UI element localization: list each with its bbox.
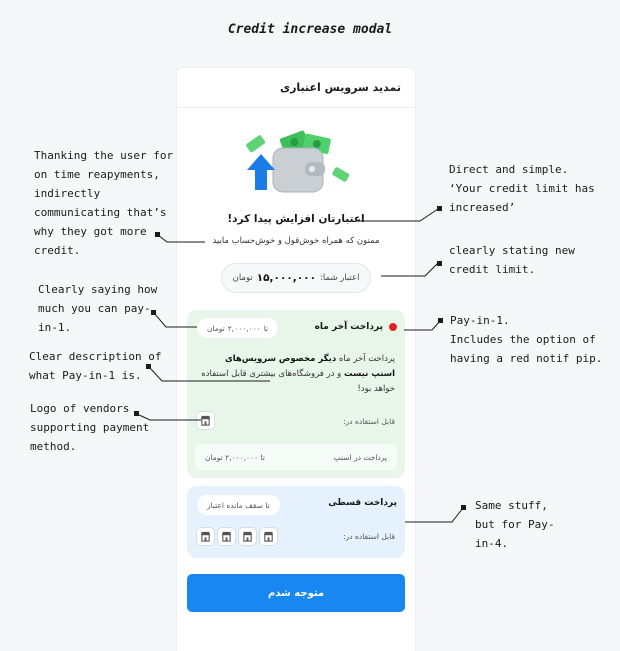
pay-in-1-header: پرداخت آخر ماه	[315, 322, 397, 332]
pay-in-4-usable-label: قابل استفاده در:	[343, 532, 395, 541]
pay-in-4-header: پرداخت قسطی	[328, 498, 397, 508]
credit-limit-value: ۱۵,۰۰۰,۰۰۰	[256, 272, 316, 284]
annotation-direct: Direct and simple. ‘Your credit limit ha…	[449, 163, 595, 214]
annotation-limit: clearly stating new credit limit.	[449, 244, 575, 276]
desc-bold: دیگر مخصوص سرویس‌های اسنپ نیست	[224, 354, 395, 379]
pay-in-1-title: پرداخت آخر ماه	[314, 322, 383, 332]
pay-in-1-description: پرداخت آخر ماه دیگر مخصوص سرویس‌های اسنپ…	[199, 352, 395, 397]
modal-title: تمدید سرویس اعتباری	[280, 81, 401, 94]
credit-limit-label: اعتبار شما:	[319, 273, 360, 283]
annotation-thanking: Thanking the user for on time reapyments…	[34, 149, 174, 257]
page-heading: Credit increase modal	[227, 22, 393, 37]
chip-prefix: تا	[263, 323, 269, 333]
pay-in-4-chip: تا سقف مانده اعتبار	[197, 495, 280, 515]
pay-in-snapp-row: پرداخت در اسنپ تا ۲,۰۰۰,۰۰۰ تومان	[195, 444, 397, 470]
notif-pip	[389, 323, 397, 331]
pay-in-1-vendor-logos	[197, 412, 214, 429]
annotation-pay-in-4: Same stuff, but for Pay- in-4.	[475, 499, 555, 550]
store-icon	[218, 528, 235, 545]
pay-in-snapp-label: پرداخت در اسنپ	[333, 452, 387, 462]
store-icon	[260, 528, 277, 545]
annotation-logos: Logo of vendors supporting payment metho…	[30, 402, 150, 453]
pay-in-4-vendor-logos	[197, 528, 277, 545]
pay-in-1-card[interactable]: پرداخت آخر ماه تا ۲,۰۰۰,۰۰۰ تومان پرداخت…	[187, 310, 405, 478]
credit-increased-title: اعتبارتان افزایش پیدا کرد!	[227, 213, 365, 225]
row-amount: ۲,۰۰۰,۰۰۰	[225, 452, 259, 462]
wallet-money-illustration	[246, 130, 350, 193]
chip-amount: ۲,۰۰۰,۰۰۰	[227, 323, 261, 333]
credit-modal: تمدید سرویس اعتباری اعتبارتان افزایش پید…	[177, 68, 415, 651]
chip-unit: تومان	[207, 323, 225, 333]
pay-in-4-card[interactable]: پرداخت قسطی تا سقف مانده اعتبار قابل است…	[187, 486, 405, 558]
row-prefix: تا	[260, 452, 265, 462]
pay-in-snapp-amount: تا ۲,۰۰۰,۰۰۰ تومان	[205, 453, 265, 462]
store-icon	[197, 528, 214, 545]
confirm-button[interactable]: متوجه شدم	[187, 574, 405, 612]
credit-limit-pill: اعتبار شما: ۱۵,۰۰۰,۰۰۰ تومان	[221, 263, 371, 293]
annotation-pay-in-1: Pay-in-1. Includes the option of having …	[450, 314, 603, 365]
annotation-how-much: Clearly saying how much you can pay- in-…	[38, 283, 158, 334]
credit-limit-unit: تومان	[232, 273, 253, 283]
pay-in-1-amount-chip: تا ۲,۰۰۰,۰۰۰ تومان	[197, 318, 279, 338]
desc-part-1: پرداخت آخر ماه	[338, 354, 395, 364]
modal-header: تمدید سرویس اعتباری	[177, 68, 415, 108]
pay-in-1-usable-label: قابل استفاده در:	[343, 417, 395, 426]
row-unit: تومان	[205, 452, 223, 462]
annotation-description: Clear description of what Pay-in-1 is.	[29, 350, 162, 382]
desc-part-2: و در فروشگاه‌های بیشتری قابل استفاده خوا…	[201, 369, 395, 394]
thanks-subtitle: ممنون که همراه خوش‌قول و خوش‌حساب مایید	[212, 236, 380, 246]
pay-in-4-title: پرداخت قسطی	[328, 498, 397, 508]
store-icon	[239, 528, 256, 545]
store-icon	[197, 412, 214, 429]
